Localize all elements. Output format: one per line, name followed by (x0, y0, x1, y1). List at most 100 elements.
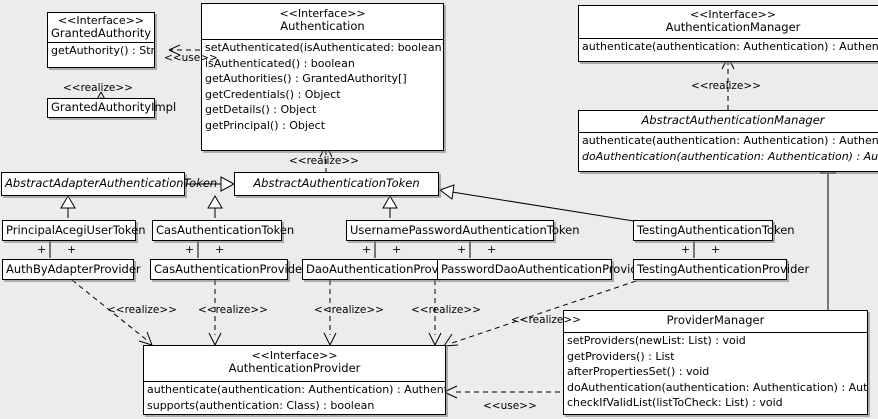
class-header: ProviderManager (564, 311, 867, 329)
class-header: TestingAuthenticationProvider (634, 260, 810, 278)
class-name: UsernamePasswordAuthenticationToken (350, 223, 580, 237)
label-realize-granted-authority: <<realize>> (63, 82, 133, 94)
operation: afterPropertiesSet() : void (567, 365, 710, 378)
operation: authenticate(authentication: Authenticat… (582, 40, 878, 53)
class-header: AbstractAuthenticationToken (235, 173, 438, 192)
class-abstract-authentication-manager[interactable]: AbstractAuthenticationManager authentica… (578, 110, 878, 172)
class-header: <<Interface>> Authentication (202, 4, 443, 35)
label-realize-dao-provider: <<realize>> (314, 304, 384, 316)
class-name: AbstractAuthenticationToken (253, 176, 420, 190)
class-authentication-provider[interactable]: <<Interface>> AuthenticationProvider aut… (143, 345, 446, 415)
class-header: <<Interface>> GrantedAuthority (48, 13, 154, 42)
multiplicity-marker: + (37, 243, 47, 256)
operations-compartment: setAuthenticated(isAuthenticated: boolea… (202, 39, 443, 133)
stereotype-label: <<Interface>> (279, 7, 366, 20)
operation: setProviders(newList: List) : void (567, 334, 746, 347)
stereotype-label: <<Interface>> (689, 8, 777, 21)
class-dao-authentication-provider[interactable]: DaoAuthenticationProvider (302, 259, 461, 280)
operation: doAuthentication(authentication: Authent… (582, 149, 878, 163)
class-name: TestingAuthenticationToken (637, 223, 795, 237)
class-name: AbstractAuthenticationManager (641, 113, 825, 127)
class-name: PrincipalAcegiUserToken (6, 223, 146, 237)
class-header: AbstractAdapterAuthenticationToken (2, 173, 218, 192)
multiplicity-marker: + (362, 243, 372, 256)
operation: getCredentials() : Object (205, 87, 341, 101)
class-header: PrincipalAcegiUserToken (3, 221, 146, 239)
class-principal-acegi-user-token[interactable]: PrincipalAcegiUserToken (2, 220, 146, 241)
class-username-password-authentication-token[interactable]: UsernamePasswordAuthenticationToken (346, 220, 580, 241)
class-header: GrantedAuthorityImpl (48, 99, 177, 116)
operations-compartment: authenticate(authentication: Authenticat… (579, 38, 878, 55)
operation: checkIfValidList(listToCheck: List) : vo… (567, 396, 783, 409)
class-name: AbstractAdapterAuthenticationToken (5, 176, 218, 190)
class-authentication-manager[interactable]: <<Interface>> AuthenticationManager auth… (578, 5, 878, 62)
stereotype-label: <<Interface>> (57, 14, 145, 27)
multiplicity-marker: + (392, 243, 402, 256)
class-header: AbstractAuthenticationManager (579, 111, 878, 129)
operation: setAuthenticated(isAuthenticated: boolea… (205, 41, 443, 54)
operations-compartment: authenticate(authentication: Authenticat… (144, 381, 445, 413)
class-header: CasAuthenticationToken (153, 221, 295, 239)
multiplicity-marker: + (215, 243, 225, 256)
multiplicity-marker: + (185, 243, 195, 256)
class-name: CasAuthenticationToken (156, 223, 295, 237)
class-header: CasAuthenticationProvider (151, 260, 307, 278)
operation: getProviders() : List (567, 349, 675, 363)
class-name: GrantedAuthority (51, 26, 152, 40)
multiplicity-marker: + (67, 243, 77, 256)
class-granted-authority-impl[interactable]: GrantedAuthorityImpl (47, 98, 177, 118)
class-name: DaoAuthenticationProvider (306, 262, 461, 276)
label-realize-cas-provider: <<realize>> (198, 304, 268, 316)
class-cas-authentication-token[interactable]: CasAuthenticationToken (152, 220, 295, 241)
class-header: TestingAuthenticationToken (634, 221, 795, 239)
multiplicity-marker: + (457, 243, 467, 256)
operation: getPrincipal() : Object (205, 118, 326, 132)
class-name: CasAuthenticationProvider (154, 262, 307, 276)
operation: getAuthority() : String (51, 44, 154, 57)
class-auth-by-adapter-provider[interactable]: AuthByAdapterProvider (2, 259, 141, 280)
class-name: Authentication (280, 19, 365, 33)
class-granted-authority[interactable]: <<Interface>> GrantedAuthority getAuthor… (47, 12, 155, 68)
label-realize-authentication-manager: <<realize>> (691, 80, 761, 92)
class-header: UsernamePasswordAuthenticationToken (347, 221, 580, 239)
class-provider-manager[interactable]: ProviderManager setProviders(newList: Li… (563, 310, 868, 415)
label-realize-password-dao-provider: <<realize>> (411, 304, 481, 316)
stereotype-label: <<Interface>> (251, 349, 338, 362)
operation: supports(authentication: Class) : boolea… (147, 398, 375, 412)
operations-compartment: getAuthority() : String (48, 42, 154, 59)
class-testing-authentication-token[interactable]: TestingAuthenticationToken (633, 220, 795, 241)
label-use-provider-manager: <<use>> (483, 400, 537, 412)
class-header: PasswordDaoAuthenticationProvider (438, 260, 650, 278)
multiplicity-marker: + (681, 243, 691, 256)
class-header: DaoAuthenticationProvider (303, 260, 461, 278)
class-name: GrantedAuthorityImpl (51, 100, 177, 114)
class-name: AuthenticationProvider (228, 361, 361, 375)
multiplicity-marker: + (711, 243, 721, 256)
class-password-dao-authentication-provider[interactable]: PasswordDaoAuthenticationProvider (437, 259, 650, 280)
class-name: ProviderManager (666, 313, 765, 327)
class-cas-authentication-provider[interactable]: CasAuthenticationProvider (150, 259, 307, 280)
multiplicity-marker: + (487, 243, 497, 256)
class-name: AuthenticationManager (665, 20, 801, 34)
class-header: <<Interface>> AuthenticationManager (579, 6, 878, 36)
class-name: PasswordDaoAuthenticationProvider (441, 262, 650, 276)
label-realize-testing-provider: <<realize>> (511, 314, 581, 326)
operations-compartment: setProviders(newList: List) : void getPr… (564, 332, 867, 411)
class-name: TestingAuthenticationProvider (637, 262, 810, 276)
class-name: AuthByAdapterProvider (6, 262, 141, 276)
operation: getDetails() : Object (205, 103, 317, 116)
label-realize-auth-by-adapter-provider: <<realize>> (107, 304, 177, 316)
class-header: <<Interface>> AuthenticationProvider (144, 346, 445, 377)
operation: authenticate(authentication: Authenticat… (147, 383, 445, 396)
class-header: AuthByAdapterProvider (3, 260, 141, 278)
class-authentication[interactable]: <<Interface>> Authentication setAuthenti… (201, 3, 444, 151)
operation: authenticate(authentication: Authenticat… (582, 134, 878, 147)
operation: isAuthenticated() : boolean (205, 56, 355, 70)
label-realize-authentication: <<realize>> (289, 155, 359, 167)
operation: doAuthentication(authentication: Authent… (567, 380, 867, 394)
label-use-granted-authority: <<use>> (164, 52, 218, 64)
class-testing-authentication-provider[interactable]: TestingAuthenticationProvider (633, 259, 810, 280)
class-abstract-authentication-token[interactable]: AbstractAuthenticationToken (234, 172, 439, 196)
class-abstract-adapter-authentication-token[interactable]: AbstractAdapterAuthenticationToken (1, 172, 218, 196)
